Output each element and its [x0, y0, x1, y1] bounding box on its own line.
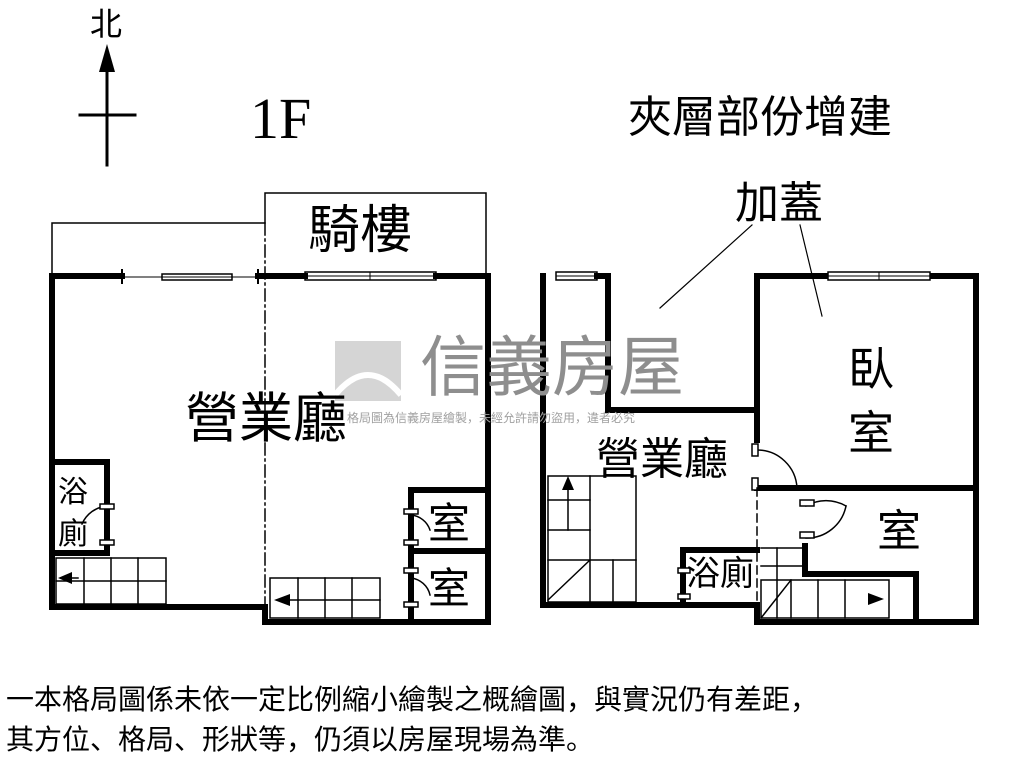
mezzanine-title: 夾層部份增建 — [628, 92, 892, 143]
mezz-stair-bottom — [760, 579, 890, 619]
stair-arrow-icon — [868, 593, 884, 605]
mezz-bedroom-label-top: 臥 — [848, 342, 894, 396]
1f-room-lower-label: 室 — [428, 564, 471, 613]
stair-arrow-icon — [274, 594, 290, 606]
north-label: 北 — [90, 5, 123, 43]
mezz-room-label: 室 — [877, 506, 921, 557]
north-arrow-icon — [78, 44, 137, 167]
mezz-business-hall-label: 營業廳 — [596, 434, 728, 485]
disclaimer-line-1: 一本格局圖係未依一定比例縮小繪製之概繪圖，與實況仍有差距， — [6, 683, 819, 716]
mezz-bedroom-label-bottom: 室 — [848, 406, 894, 460]
brand-logo-icon — [335, 341, 404, 401]
1f-bath-label-top: 浴 — [58, 475, 88, 510]
stair-arrow-icon — [58, 572, 72, 584]
stair-arrow-icon — [562, 476, 574, 490]
mezz-stair-left — [547, 475, 637, 603]
mezz-bathroom-label: 浴廁 — [686, 554, 754, 594]
arcade-label: 騎樓 — [308, 201, 413, 261]
watermark-notice: 格局圖為信義房屋繪製，未經允許請勿盜用，違者必究 — [347, 411, 636, 425]
mezz-bath-wall — [680, 547, 760, 608]
mezz-stair-wall — [802, 543, 919, 625]
disclaimer-line-2: 其方位、格局、形狀等，仍須以房屋現場為準。 — [6, 723, 595, 756]
floor-label: 1F — [250, 86, 312, 151]
addition-label: 加蓋 — [735, 178, 823, 229]
watermark-brand: 信義房屋 — [420, 329, 684, 406]
1f-business-hall-label: 營業廳 — [185, 387, 347, 450]
arcade-outline — [51, 192, 487, 277]
1f-room-upper-label: 室 — [428, 499, 471, 548]
1f-bath-label-bottom: 廁 — [58, 517, 88, 552]
